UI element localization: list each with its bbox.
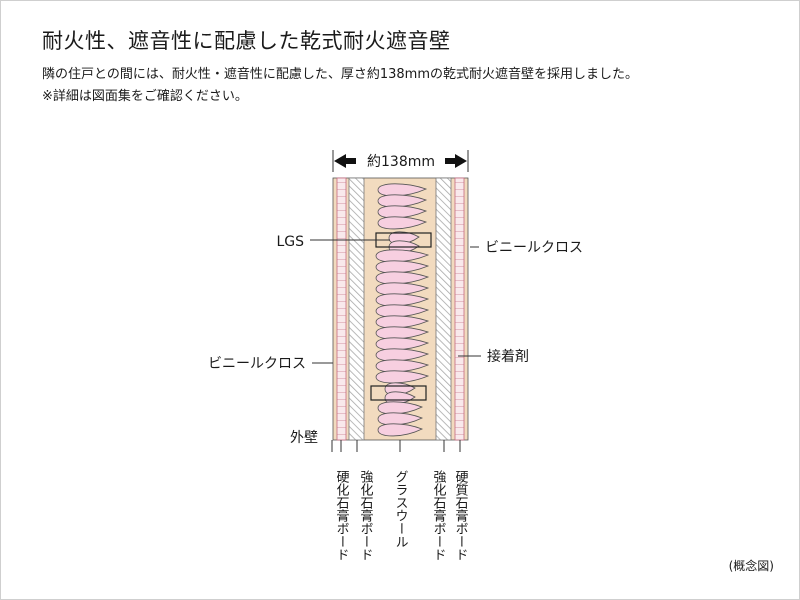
glass-wool-puff	[375, 282, 430, 296]
glass-wool-puff	[375, 370, 430, 384]
label-vinyl-cloth-right: ビニールクロス	[485, 240, 583, 256]
description-line-1: 隣の住戸との間には、耐火性・遮音性に配慮した、厚さ約138mmの乾式耐火遮音壁を…	[42, 67, 639, 82]
glass-wool-puff	[375, 304, 430, 318]
label-lgs: LGS	[276, 234, 304, 250]
glass-wool-puff	[375, 260, 430, 274]
lgs-stud-lower	[370, 385, 427, 401]
conceptual-note: (概念図)	[728, 559, 774, 573]
glass-wool-puff	[377, 194, 428, 208]
arrow-left-icon	[334, 154, 356, 168]
glass-wool-puff	[377, 401, 424, 415]
page-title: 耐火性、遮音性に配慮した乾式耐火遮音壁	[42, 29, 451, 53]
glass-wool-puff	[377, 205, 428, 219]
reinforced-gypsum-board-left	[348, 177, 365, 441]
label-adhesive: 接着剤	[487, 348, 529, 365]
glass-wool-puff	[377, 423, 424, 437]
glass-wool-puff	[375, 271, 430, 285]
label-layer-2: 強化石膏ボード	[358, 470, 374, 561]
arrow-right-icon	[445, 154, 467, 168]
glass-wool-puff	[375, 348, 430, 362]
hardened-gypsum-board-left	[336, 177, 347, 441]
glass-wool-puff	[375, 293, 430, 307]
label-layer-4: 強化石膏ボード	[431, 470, 447, 561]
dimension-indicator: 約138mm	[332, 150, 469, 172]
glass-wool-puff	[375, 337, 430, 351]
label-layer-1: 硬化石膏ボード	[334, 470, 350, 561]
label-layer-5: 硬質石膏ボード	[453, 470, 469, 561]
description-line-2: ※詳細は図面集をご確認ください。	[42, 89, 248, 104]
glass-wool-puff	[377, 183, 428, 197]
leader-lines	[310, 239, 481, 452]
label-exterior-wall: 外壁	[290, 430, 318, 446]
glass-wool-insulation	[375, 183, 430, 437]
glass-wool-puff	[377, 412, 424, 426]
glass-wool-puff	[377, 216, 428, 230]
dimension-label: 約138mm	[367, 154, 435, 170]
glass-wool-puff	[375, 315, 430, 329]
hard-gypsum-board-right	[454, 177, 465, 441]
glass-wool-puff	[375, 249, 430, 263]
reinforced-gypsum-board-right	[435, 177, 452, 441]
glass-wool-puff	[375, 359, 430, 373]
glass-wool-puff	[375, 326, 430, 340]
label-layer-3: グラスウール	[393, 470, 409, 548]
description: 隣の住戸との間には、耐火性・遮音性に配慮した、厚さ約138mmの乾式耐火遮音壁を…	[42, 64, 638, 108]
label-vinyl-cloth-left: ビニールクロス	[208, 356, 306, 372]
